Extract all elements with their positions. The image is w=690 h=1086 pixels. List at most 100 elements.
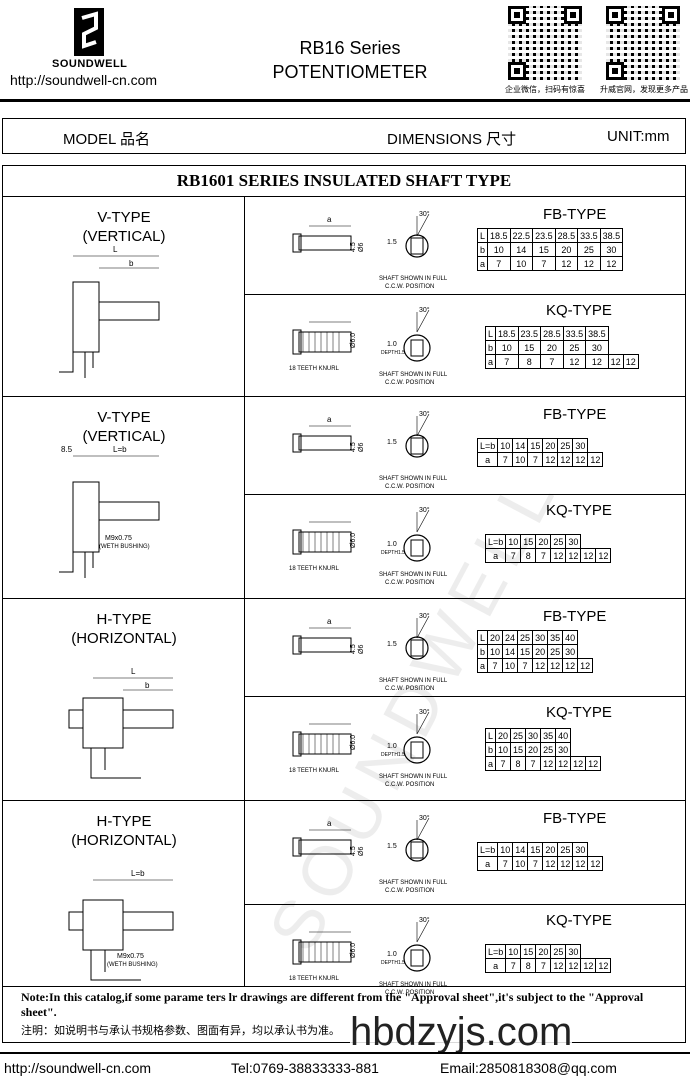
- shaft-note-1: SHAFT SHOWN IN FULL: [379, 276, 448, 282]
- shaft-note-2: C.C.W. POSITION: [385, 782, 434, 788]
- type-subtitle: (HORIZONTAL): [71, 630, 177, 647]
- spec-cell: 25: [547, 644, 564, 659]
- spec-cell: 12: [557, 856, 574, 871]
- svg-text:1.5: 1.5: [387, 239, 397, 246]
- component-drawing-2: L b: [68, 667, 174, 779]
- type-cell: V-TYPE (VERTICAL) L b: [3, 196, 245, 396]
- spec-cell: L: [476, 630, 489, 645]
- unit-label: UNIT:mm: [607, 128, 670, 145]
- svg-text:b: b: [129, 259, 134, 268]
- spec-cell: 7: [527, 856, 544, 871]
- shaft-note-2: C.C.W. POSITION: [385, 484, 434, 490]
- spec-cell: b: [476, 242, 489, 257]
- spec-cell: a: [476, 856, 499, 871]
- spec-cell: 14: [512, 842, 529, 857]
- spec-cell: 12: [540, 756, 557, 771]
- svg-text:1.5: 1.5: [387, 439, 397, 446]
- spec-cell: 7: [517, 658, 534, 673]
- svg-text:30°: 30°: [419, 210, 430, 218]
- spec-cell: b: [484, 742, 497, 757]
- spec-cell: 25: [577, 242, 601, 257]
- knurl-label: 18 TEETH KNURL: [289, 976, 340, 982]
- spec-cell: 18.5: [487, 228, 511, 243]
- svg-text:Ø6.0: Ø6.0: [350, 735, 357, 750]
- spec-cell: a: [484, 958, 507, 973]
- svg-text:4.5: 4.5: [350, 442, 357, 452]
- spec-cell: 30: [532, 630, 549, 645]
- spec-cell: 12: [532, 658, 549, 673]
- spec-cell: 40: [555, 728, 572, 743]
- spec-cell: 30: [525, 728, 542, 743]
- spec-cell: 20: [542, 438, 559, 453]
- spec-cell: 12: [587, 452, 604, 467]
- spec-cell: 20: [535, 534, 552, 549]
- spec-cell: 12: [577, 658, 594, 673]
- component-drawing-1: L=b 8.5 M9x0.75(WETH BUSHING): [59, 445, 160, 578]
- spec-cell: 22.5: [509, 228, 534, 243]
- spec-cell: 23.5: [517, 326, 542, 341]
- svg-text:M9x0.75: M9x0.75: [117, 953, 144, 960]
- spec-cell: 25: [540, 742, 557, 757]
- svg-text:1.0: 1.0: [387, 341, 397, 348]
- type-name: H-TYPE: [96, 813, 152, 830]
- header-url[interactable]: http://soundwell-cn.com: [10, 72, 158, 88]
- spec-cell: 10: [509, 256, 534, 271]
- spec-cell: 12: [607, 354, 624, 369]
- sub-divider: [245, 904, 685, 905]
- spec-cell: 7: [525, 756, 542, 771]
- spec-cell: 10: [512, 856, 529, 871]
- dim-a-label: a: [327, 819, 332, 828]
- spec-cell: 14: [502, 644, 519, 659]
- dim-a-label: a: [327, 215, 332, 224]
- brand-name: SOUNDWELL: [52, 58, 128, 70]
- spec-cell: 10: [495, 340, 519, 355]
- spec-cell: 33.5: [562, 326, 587, 341]
- sub-divider: [245, 696, 685, 697]
- spec-cell: 15: [520, 534, 537, 549]
- type-subtitle: (VERTICAL): [82, 228, 166, 245]
- spec-cell: 25: [557, 438, 574, 453]
- spec-cell: 7: [495, 756, 512, 771]
- spec-cell: 12: [565, 958, 582, 973]
- spec-cell: 7: [540, 354, 564, 369]
- component-drawing-0: L b: [59, 245, 160, 378]
- footer-url[interactable]: http://soundwell-cn.com: [4, 1060, 152, 1076]
- spec-cell: 25: [550, 534, 567, 549]
- title-line1: RB16 Series: [299, 38, 401, 58]
- spec-cell: 12: [547, 658, 564, 673]
- spec-cell: 12: [580, 958, 597, 973]
- sub-divider: [245, 294, 685, 295]
- fb-type-label: FB-TYPE: [543, 810, 607, 827]
- header-divider: [0, 99, 690, 102]
- svg-text:Ø6.0: Ø6.0: [350, 943, 357, 958]
- shaft-note-2: C.C.W. POSITION: [385, 888, 434, 894]
- spec-cell: a: [476, 256, 489, 271]
- spec-cell: 30: [562, 644, 579, 659]
- svg-text:30°: 30°: [419, 612, 430, 620]
- spec-cell: 35: [547, 630, 564, 645]
- kq-type-label: KQ-TYPE: [546, 302, 612, 319]
- dim-a-label: a: [327, 415, 332, 424]
- svg-text:1.0: 1.0: [387, 951, 397, 958]
- series-title: RB1601 SERIES INSULATED SHAFT TYPE: [3, 166, 685, 197]
- svg-text:30°: 30°: [419, 410, 430, 418]
- knurl-label: 18 TEETH KNURL: [289, 566, 340, 572]
- svg-text:1.5: 1.5: [387, 641, 397, 648]
- type-cell: H-TYPE (HORIZONTAL) L=b M9x0.75(WETH BUS…: [3, 800, 245, 986]
- type-subtitle: (HORIZONTAL): [71, 832, 177, 849]
- spec-cell: 35: [540, 728, 557, 743]
- title-line2: POTENTIOMETER: [272, 62, 428, 82]
- spec-cell: b: [484, 340, 497, 355]
- spec-cell: 12: [557, 452, 574, 467]
- spec-cell: 8: [520, 548, 537, 563]
- footer-email[interactable]: Email:2850818308@qq.com: [440, 1060, 617, 1076]
- spec-cell: 12: [562, 658, 579, 673]
- knurl-label: 18 TEETH KNURL: [289, 366, 340, 372]
- spec-cell: 8: [510, 756, 527, 771]
- spec-cell: 7: [505, 958, 522, 973]
- spec-cell: 15: [517, 644, 534, 659]
- spec-cell: a: [484, 548, 507, 563]
